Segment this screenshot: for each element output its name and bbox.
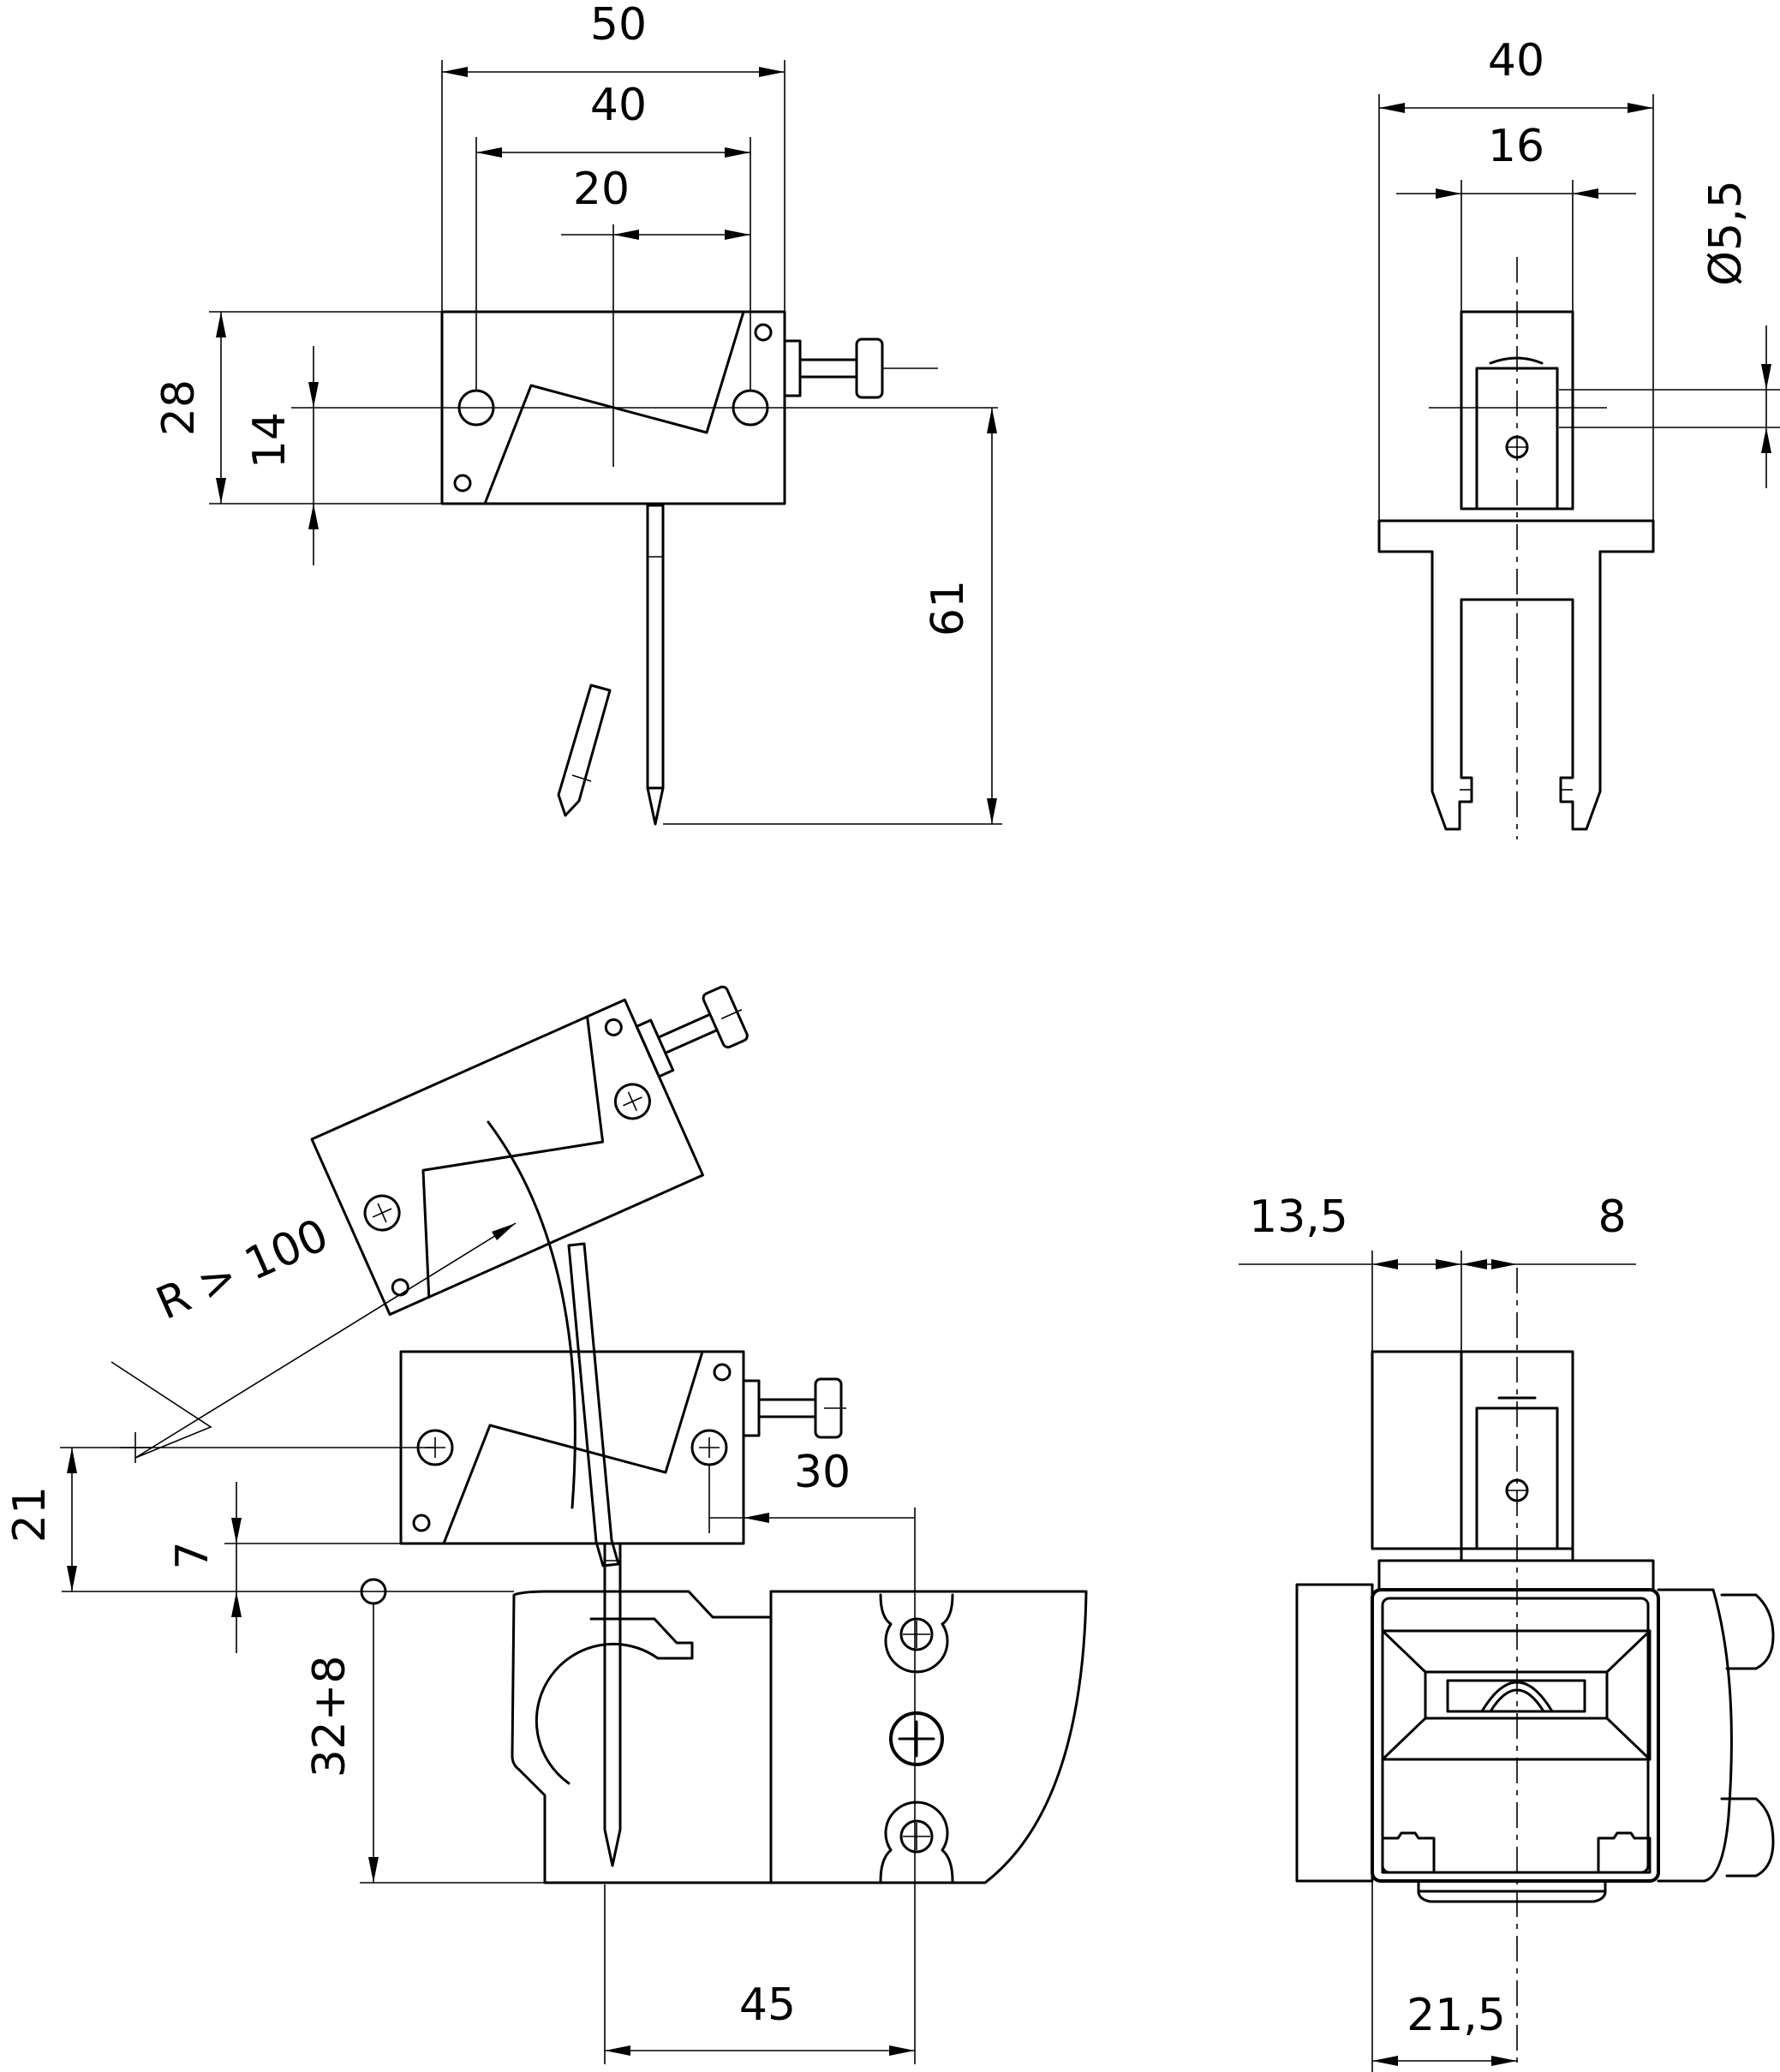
dim-height-21: 21 bbox=[4, 1486, 56, 1543]
tilted-switch bbox=[310, 985, 749, 1317]
dim-width-40: 40 bbox=[590, 80, 647, 131]
clamp-body bbox=[511, 1590, 773, 1884]
bottom-right-view: 13,5 8 21,5 bbox=[1239, 1191, 1775, 2072]
dim-height-14: 14 bbox=[244, 412, 296, 469]
attachment-block bbox=[769, 1590, 1088, 1884]
dim-height-7: 7 bbox=[167, 1541, 218, 1569]
adjust-nut bbox=[783, 339, 802, 397]
mounting-flange bbox=[1377, 519, 1655, 831]
top-right-view: 40 16 Ø5,5 bbox=[1377, 35, 1780, 839]
mounting-block bbox=[1371, 1588, 1660, 1883]
dim-width-45: 45 bbox=[739, 1979, 796, 2031]
dim-height-28: 28 bbox=[153, 379, 205, 436]
top-left-view: 50 40 20 28 14 61 bbox=[153, 0, 1002, 826]
dim-offset-30: 30 bbox=[794, 1447, 851, 1498]
workpiece-lower bbox=[1295, 1583, 1374, 1883]
dim-height-61: 61 bbox=[923, 580, 974, 636]
dim-width-8: 8 bbox=[1598, 1191, 1626, 1243]
dim-width-50: 50 bbox=[590, 0, 647, 51]
dim-height-32-8: 32+8 bbox=[304, 1656, 355, 1778]
tilted-rod bbox=[567, 1242, 620, 1567]
dim-front-width-40: 40 bbox=[1488, 35, 1544, 87]
spare-tip bbox=[557, 684, 612, 817]
dim-radius: R > 100 bbox=[149, 1209, 336, 1330]
dim-width-13-5: 13,5 bbox=[1249, 1191, 1348, 1243]
lens-window bbox=[1381, 1629, 1652, 1761]
screw-hole-bottom bbox=[453, 474, 472, 493]
cam-profile bbox=[483, 310, 745, 505]
adjust-screw-head bbox=[855, 337, 884, 399]
dim-width-21-5: 21,5 bbox=[1407, 1990, 1506, 2041]
clamp-opening bbox=[535, 1617, 694, 1785]
actuator-rod bbox=[646, 504, 665, 790]
screw-hole-top bbox=[754, 323, 773, 342]
arc-swing bbox=[487, 1120, 576, 1509]
dim-diameter: Ø5,5 bbox=[1700, 180, 1752, 286]
dim-front-width-16: 16 bbox=[1488, 121, 1544, 172]
workpiece-upper bbox=[1371, 1350, 1463, 1550]
dim-width-20: 20 bbox=[573, 164, 630, 215]
bottom-left-view: R > 100 30 21 bbox=[4, 985, 1088, 2064]
